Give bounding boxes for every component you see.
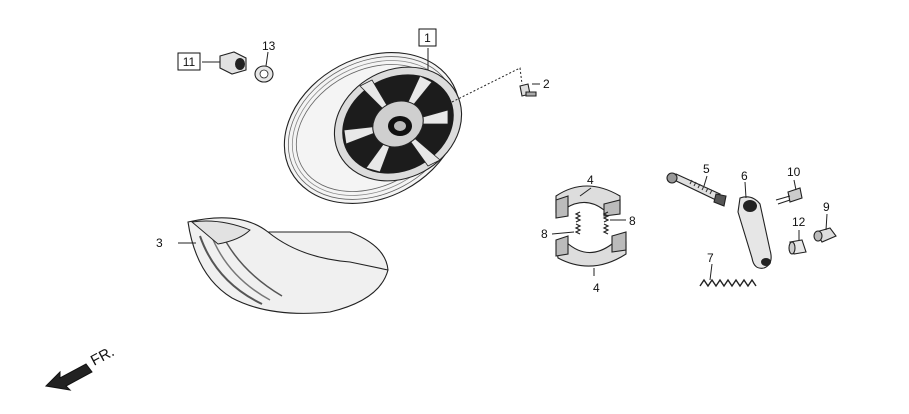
callout-7: 7 xyxy=(707,251,714,265)
callout-box-11 xyxy=(177,52,201,71)
callout-12: 12 xyxy=(792,215,806,229)
callout-5: 5 xyxy=(703,162,710,176)
front-direction-label: FR. xyxy=(88,343,117,369)
leader-lines xyxy=(178,48,828,281)
callout-4-top: 4 xyxy=(587,173,594,187)
callout-11: 11 xyxy=(183,55,196,69)
callout-8-right: 8 xyxy=(629,214,636,228)
washer xyxy=(254,65,274,83)
callout-6: 6 xyxy=(741,169,748,183)
return-spring xyxy=(699,278,757,288)
callout-4-bottom: 4 xyxy=(593,281,600,295)
callout-13: 13 xyxy=(262,39,276,53)
brake-arm xyxy=(737,196,772,269)
callout-8-left: 8 xyxy=(541,227,548,241)
callout-3: 3 xyxy=(156,236,163,250)
brake-spring-right xyxy=(602,211,610,235)
callout-box-1 xyxy=(418,28,437,47)
callout-1: 1 xyxy=(424,31,431,45)
callout-9: 9 xyxy=(823,200,830,214)
nut xyxy=(813,227,837,243)
callout-10: 10 xyxy=(787,165,801,179)
brake-shoe-bottom xyxy=(555,231,627,267)
valve-stem xyxy=(519,83,537,97)
collar xyxy=(788,239,807,255)
front-arrow-icon xyxy=(44,363,93,391)
bolt xyxy=(775,187,803,205)
axle-nut xyxy=(219,51,247,75)
brake-spring-left xyxy=(574,211,582,235)
wheel-rim xyxy=(283,52,523,204)
brake-shoe-top xyxy=(555,185,621,219)
tire xyxy=(187,217,389,314)
brake-cam-shaft xyxy=(666,172,727,207)
callout-2: 2 xyxy=(543,77,550,91)
